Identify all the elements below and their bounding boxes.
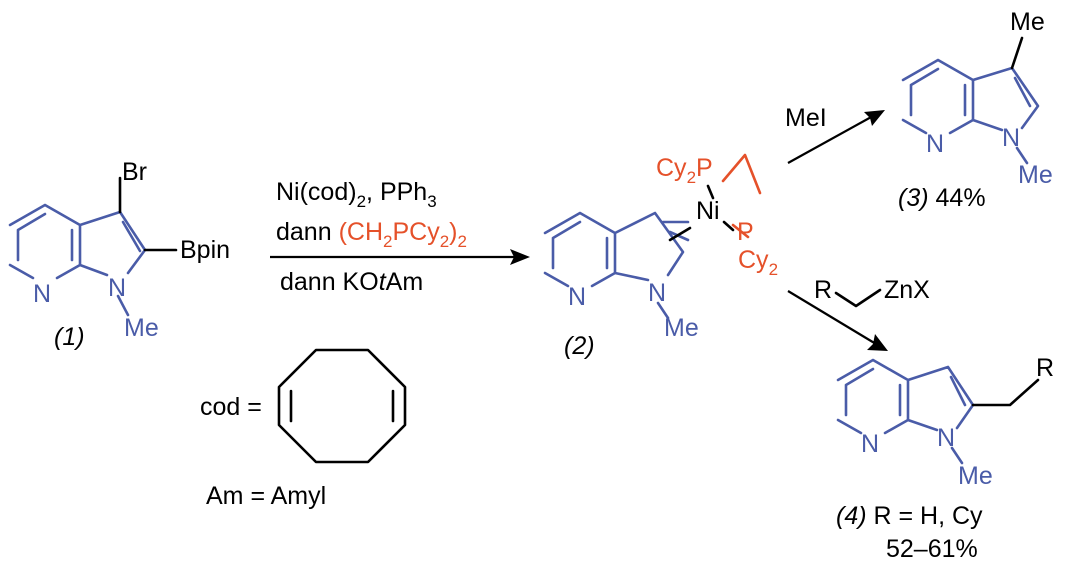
mei-arrow (787, 115, 874, 164)
compound-3-n-pyridine: N (926, 130, 944, 158)
conditions-line-1: Ni(cod)2, PPh3 (276, 178, 437, 211)
mei-step: MeI (785, 104, 885, 164)
compound-4-ch2r-bond (971, 378, 1040, 407)
conditions-line-2: dann (CH2PCy2)2 (276, 218, 467, 251)
negishi-step: R ZnX (787, 276, 930, 351)
cyclooctadiene-structure (277, 348, 407, 464)
compound-2-methyl: Me (664, 314, 699, 342)
compound-4-label: (4) R = H, Cy (836, 502, 983, 530)
main-conditions: Ni(cod)2, PPh3 dann (CH2PCy2)2 dann KOtA… (270, 178, 530, 296)
compound-3-ring-bonds (901, 58, 1040, 135)
compound-4-ring-bonds (836, 358, 975, 435)
alkylzinc-r: R (814, 276, 832, 304)
compound-3-methyl-bond (1010, 36, 1024, 70)
phosphine-top: Cy2P (656, 154, 713, 187)
compound-2-n-pyrrole: N (648, 279, 666, 307)
compound-4-r-group: R (1036, 354, 1054, 382)
compound-4-yield: 52–61% (886, 535, 978, 563)
compound-4-n-pyridine: N (861, 430, 879, 458)
compound-2-nme-bond (656, 301, 670, 320)
compound-3: Me N N Me (3) 44% (898, 8, 1053, 212)
compound-1-nme-bond (116, 294, 130, 317)
compound-1-bpin: Bpin (180, 236, 230, 264)
compound-2: N N Me Ni Cy2P P Cy2 (2) (543, 153, 778, 360)
compound-1-n-pyridine: N (33, 280, 51, 308)
compound-4-nme-bond (950, 446, 964, 465)
compound-1-methyl: Me (124, 314, 159, 342)
mei-reagent: MeI (785, 104, 827, 132)
compound-2-n-pyridine: N (568, 283, 586, 311)
alkylzinc-reagent-bonds (834, 288, 882, 308)
negishi-arrow (787, 290, 877, 345)
compound-1-n-pyrrole: N (108, 274, 126, 302)
compound-3-methyl-n: Me (1018, 161, 1053, 189)
nickel-center: Ni (696, 197, 720, 225)
phosphine-bottom-p: P (737, 218, 754, 246)
compound-2-label: (2) (564, 332, 595, 360)
definitions: cod = Am = Amyl (200, 348, 407, 510)
mei-arrowhead (864, 110, 885, 126)
negishi-arrowhead (867, 334, 888, 351)
compound-3-n-pyrrole: N (1002, 124, 1020, 152)
dcpe-ligand-bonds (721, 153, 762, 239)
compound-1-ring-bonds (8, 203, 147, 280)
compound-3-nme-bond (1015, 146, 1029, 165)
compound-2-ni-coordination (668, 226, 692, 242)
amyl-definition: Am = Amyl (206, 482, 326, 510)
compound-2-ring-bonds (543, 211, 685, 288)
compound-4-methyl: Me (958, 462, 993, 490)
compound-4-n-pyrrole: N (937, 424, 955, 452)
main-arrowhead (510, 249, 530, 265)
compound-1-bromo: Br (122, 158, 147, 186)
compound-1-label: (1) (54, 323, 85, 351)
compound-4: R N N Me (4) R = H, Cy 52–61% (836, 354, 1054, 563)
conditions-line-3: dann KOtAm (280, 268, 423, 296)
compound-1-substituent-bonds (118, 176, 178, 252)
alkylzinc-znx: ZnX (884, 276, 930, 304)
phosphine-bottom-cy: Cy2 (738, 246, 778, 279)
compound-3-label: (3) 44% (898, 184, 986, 212)
ni-p-bonds (706, 184, 735, 232)
compound-1: N N Me Br Bpin (1) (8, 158, 230, 351)
compound-3-methyl-c: Me (1010, 8, 1045, 36)
cod-definition: cod = (200, 393, 262, 421)
